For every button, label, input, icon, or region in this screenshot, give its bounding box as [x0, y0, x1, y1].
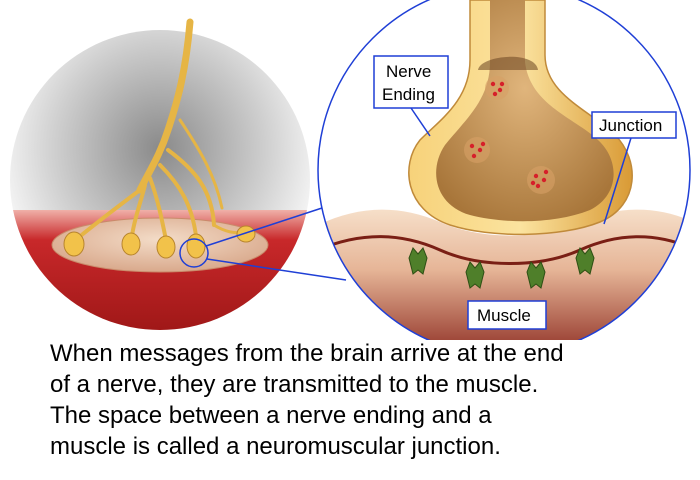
overview-illustration: [10, 30, 310, 330]
nerve-ending-leader: [410, 107, 431, 137]
zoom-connector: [205, 207, 323, 247]
nerve-fiber: [76, 18, 246, 242]
zoom-connector: [206, 258, 347, 281]
receptors: [408, 247, 595, 289]
nerve-ending-label-line2: Ending: [382, 85, 435, 104]
muscle-label-text: Muscle: [477, 306, 531, 325]
muscle-surface: [318, 209, 690, 340]
caption-line: When messages from the brain arrive at t…: [50, 340, 564, 367]
nerve-ending-label-line1: Nerve: [386, 62, 431, 81]
nerve-terminals: [63, 225, 256, 259]
junction-label-text: Junction: [599, 116, 662, 135]
zoom-circle-border: [317, 0, 691, 340]
caption: When messages from the brain arrive at t…: [50, 338, 690, 462]
neurotransmitter-vesicles: [464, 76, 555, 194]
junction-leader: [603, 137, 632, 225]
caption-line: of a nerve, they are transmitted to the …: [50, 371, 539, 398]
neuromuscular-junction-diagram: Nerve Ending Junction Muscle: [10, 0, 691, 340]
muscle-label: Muscle: [467, 300, 547, 330]
nerve-ending-interior: [436, 0, 614, 222]
zoom-highlight-circle: [179, 238, 209, 268]
zoomed-junction-view: [318, 0, 690, 340]
caption-line: muscle is called a neuromuscular junctio…: [50, 433, 501, 460]
nerve-ending-label: Nerve Ending: [373, 55, 449, 109]
caption-line: The space between a nerve ending and a: [50, 402, 492, 429]
junction-label: Junction: [591, 111, 677, 139]
